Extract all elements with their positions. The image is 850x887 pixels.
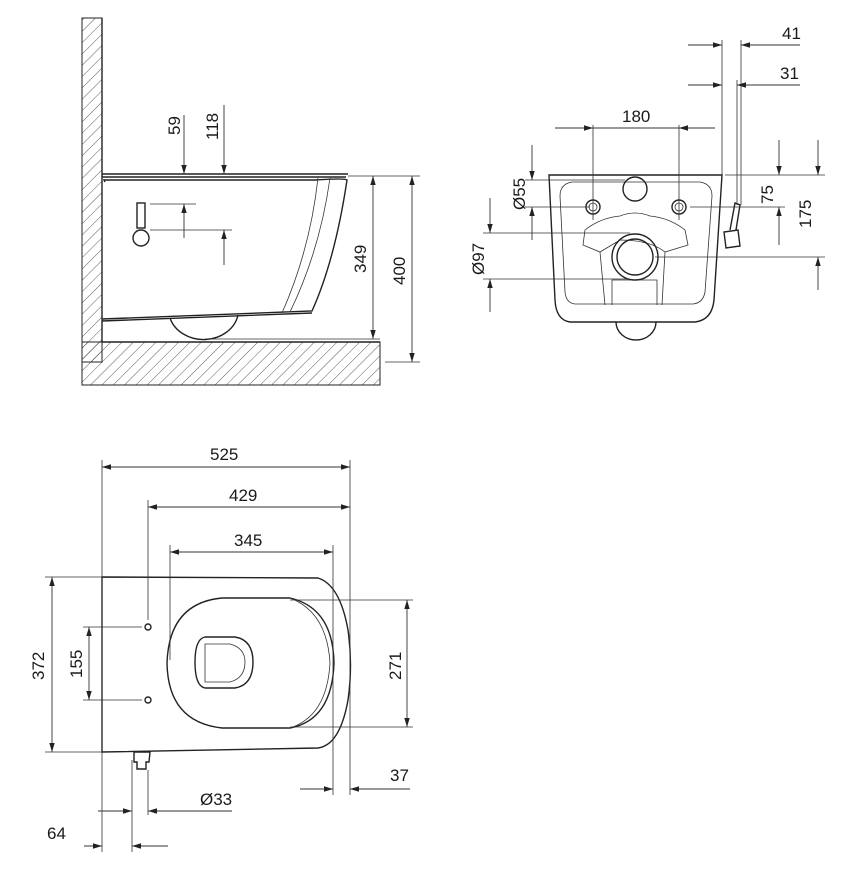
dim-59: 59 bbox=[165, 116, 184, 135]
dim-349: 349 bbox=[351, 245, 370, 273]
toilet-front-outline bbox=[548, 174, 723, 323]
toilet-side-outline bbox=[101, 173, 348, 322]
top-view: 525 429 345 372 155 271 37 Ø33 64 bbox=[29, 445, 413, 852]
dim-271: 271 bbox=[386, 652, 405, 680]
front-view: 180 41 31 Ø55 Ø97 75 175 bbox=[469, 24, 825, 341]
bowl-opening bbox=[194, 636, 254, 689]
dim-400: 400 bbox=[390, 257, 409, 285]
seat-outline bbox=[166, 597, 335, 729]
dim-372: 372 bbox=[29, 652, 48, 680]
dim-inlet-diameter: Ø55 bbox=[510, 178, 529, 210]
dim-345: 345 bbox=[234, 531, 262, 550]
side-valve bbox=[723, 202, 741, 249]
dim-155: 155 bbox=[67, 650, 86, 678]
outlet-arc bbox=[169, 314, 239, 341]
dim-175: 175 bbox=[796, 200, 815, 228]
wall-hatch bbox=[81, 17, 103, 363]
inlet-circle bbox=[622, 176, 648, 202]
dim-525: 525 bbox=[210, 445, 238, 464]
dim-64: 64 bbox=[47, 824, 66, 843]
dim-31: 31 bbox=[780, 64, 799, 83]
bolt-hole-bottom bbox=[144, 696, 152, 704]
bolt-hole-top bbox=[144, 623, 152, 631]
dim-41: 41 bbox=[782, 24, 801, 43]
dim-connector-diameter: Ø33 bbox=[200, 790, 232, 809]
dim-118: 118 bbox=[203, 113, 222, 140]
dim-180: 180 bbox=[622, 107, 650, 126]
side-view: 59 118 349 400 bbox=[81, 17, 420, 386]
dim-37: 37 bbox=[390, 766, 409, 785]
connector bbox=[133, 751, 151, 770]
dim-outlet-diameter: Ø97 bbox=[469, 243, 488, 275]
toilet-top-outline bbox=[101, 576, 352, 753]
dim-429: 429 bbox=[229, 486, 257, 505]
floor-hatch bbox=[81, 341, 381, 386]
dim-75: 75 bbox=[758, 185, 777, 204]
flush-pipe bbox=[136, 202, 146, 229]
